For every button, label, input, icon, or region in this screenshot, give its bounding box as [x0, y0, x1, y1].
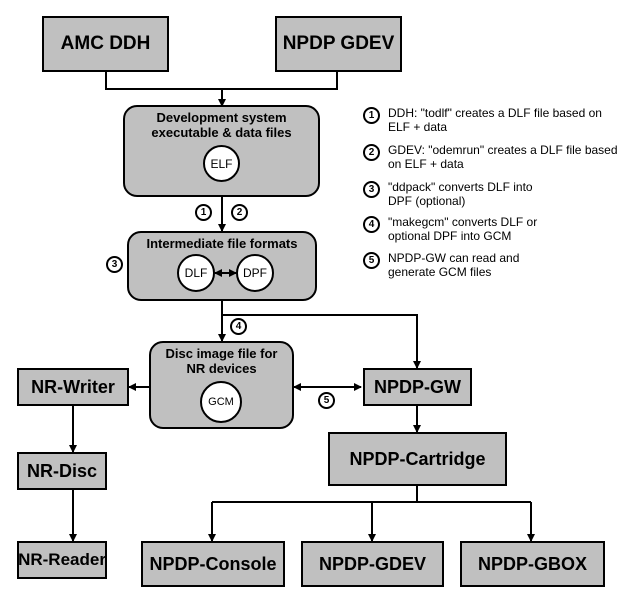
- legend-num: 5: [363, 252, 380, 269]
- node-disc-image: Disc image file for NR devices: [149, 341, 294, 429]
- node-nr-disc: NR-Disc: [17, 452, 107, 490]
- file-elf: ELF: [203, 145, 240, 182]
- node-npdp-cartridge: NPDP-Cartridge: [328, 432, 507, 486]
- legend-num: 3: [363, 181, 380, 198]
- legend-text: DDH: "todlf" creates a DLF file based on…: [388, 106, 602, 134]
- file-dpf: DPF: [236, 254, 274, 292]
- step-marker-5: 5: [318, 392, 335, 409]
- line-amc-to-merge: [105, 70, 338, 90]
- step-marker-4: 4: [230, 318, 247, 335]
- legend-num: 4: [363, 216, 380, 233]
- dev-system-title-1: Development system: [156, 110, 287, 125]
- node-nr-reader: NR-Reader: [17, 541, 107, 579]
- node-nr-writer: NR-Writer: [17, 368, 129, 406]
- arrow-intermediate-to-gw: [222, 314, 421, 369]
- node-npdp-gbox: NPDP-GBOX: [460, 541, 605, 587]
- intermediate-title: Intermediate file formats: [146, 236, 298, 251]
- dev-system-title-2: executable & data files: [151, 125, 292, 140]
- node-npdp-gdev: NPDP-GDEV: [301, 541, 444, 587]
- legend-num: 1: [363, 107, 380, 124]
- legend-text: "makegcm" converts DLF or optional DPF i…: [388, 215, 538, 243]
- file-dlf: DLF: [177, 254, 215, 292]
- node-amc-ddh: AMC DDH: [42, 16, 169, 72]
- node-intermediate: Intermediate file formats: [127, 231, 317, 301]
- line-cartridge-fanout: [212, 485, 531, 503]
- disc-image-title-1: Disc image file for: [165, 346, 278, 361]
- file-gcm: GCM: [200, 381, 242, 423]
- legend-num: 2: [363, 144, 380, 161]
- node-npdp-console: NPDP-Console: [141, 541, 285, 587]
- step-marker-3: 3: [106, 256, 123, 273]
- node-npdp-gw: NPDP-GW: [363, 368, 472, 406]
- legend-text: "ddpack" converts DLF into DPF (optional…: [388, 180, 533, 208]
- disc-image-title-2: NR devices: [186, 361, 257, 376]
- node-npdp-gdev-top: NPDP GDEV: [275, 16, 402, 72]
- legend-text: NPDP-GW can read and generate GCM files: [388, 251, 520, 279]
- step-marker-1: 1: [195, 204, 212, 221]
- step-marker-2: 2: [231, 204, 248, 221]
- legend-text: GDEV: "odemrun" creates a DLF file based…: [388, 143, 618, 171]
